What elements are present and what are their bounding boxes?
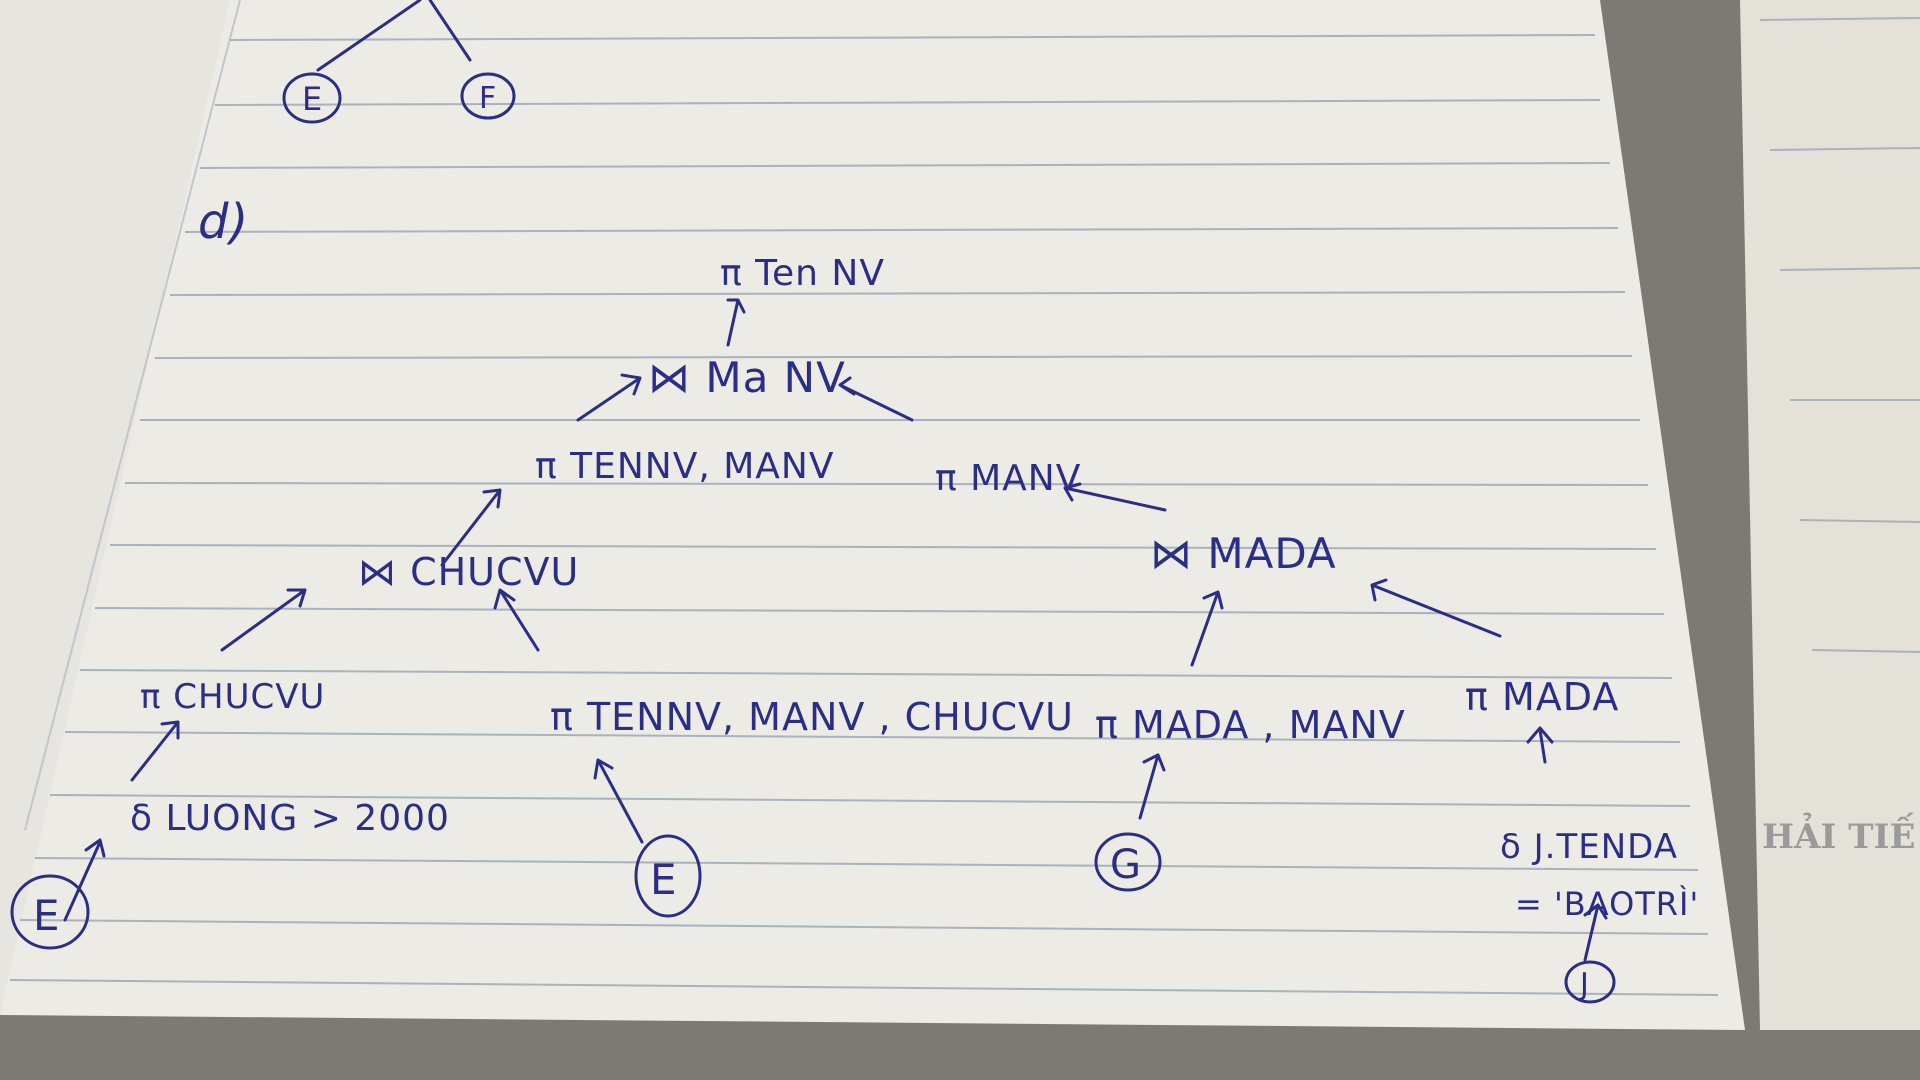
node-selection-tenda: δ J.TENDA <box>1500 827 1678 867</box>
right-paper-lines <box>1759 17 1920 653</box>
notebook-page <box>0 0 1745 1030</box>
leaf-e-left: E <box>33 891 61 940</box>
node-projection-chucvu: π CHUCVU <box>140 677 325 717</box>
right-paper <box>1740 0 1920 1030</box>
node-join-mada: ⋈ MADA <box>1150 529 1337 578</box>
leaf-relations: E E G J <box>10 832 1616 1004</box>
node-projection-mada-manv: π MADA , MANV <box>1095 703 1406 747</box>
node-selection-luong: δ LUONG > 2000 <box>130 798 450 839</box>
tree-edges <box>63 298 1608 962</box>
node-selection-tenda-value: = 'BAOTRÌ' <box>1515 885 1699 923</box>
expression-tree: π Ten NV ⋈ Ma NV π TENNV, MANV π MANV ⋈ … <box>130 253 1699 923</box>
node-join-manv: ⋈ Ma NV <box>648 353 846 402</box>
top-node-right: F <box>479 81 497 116</box>
top-node-left: E <box>302 80 323 118</box>
node-projection-tennv-manv-chucvu: π TENNV, MANV , CHUCVU <box>550 695 1074 739</box>
leaf-e-middle: E <box>650 855 678 904</box>
node-join-chucvu: ⋈ CHUCVU <box>358 550 579 594</box>
node-projection-manv: π MANV <box>935 458 1081 499</box>
node-root-projection: π Ten NV <box>720 253 885 294</box>
section-label: d) <box>198 194 249 250</box>
top-fragment: E F <box>282 0 516 124</box>
leaf-g: G <box>1110 842 1142 888</box>
right-page-text: HẢI TIẾ <box>1762 812 1915 857</box>
leaf-j: J <box>1578 967 1590 1002</box>
node-projection-mada: π MADA <box>1465 675 1619 719</box>
node-projection-tennv-manv: π TENNV, MANV <box>535 446 834 487</box>
